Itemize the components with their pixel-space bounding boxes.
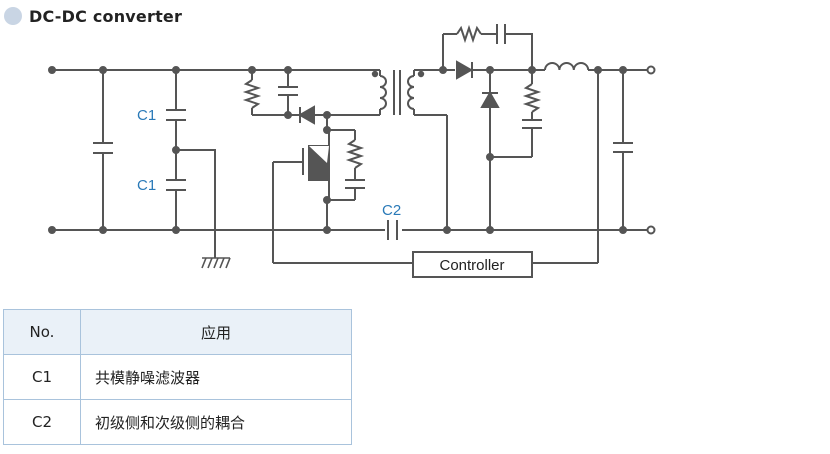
cell-application: 共模静噪滤波器: [80, 354, 352, 400]
circuit-diagram: C1 C1: [48, 24, 656, 278]
bullet-icon: [4, 7, 22, 25]
ground-symbol: [201, 257, 231, 269]
transformer: [371, 69, 451, 234]
snubber-network: [242, 66, 380, 125]
c1-bottom-label: C1: [137, 177, 156, 194]
table-row: C2 初级侧和次级侧的耦合: [3, 399, 352, 445]
c2-capacitor: [387, 220, 398, 240]
cell-no: C1: [3, 354, 81, 400]
controller-label: Controller: [439, 257, 504, 274]
output-terminal-bottom: [646, 225, 656, 235]
c1-capacitors: [166, 66, 216, 258]
input-terminal-bottom: [48, 226, 56, 234]
page-title: DC-DC converter: [29, 6, 183, 26]
c1-top-label: C1: [137, 107, 156, 124]
table-row: C1 共模静噪滤波器: [3, 354, 352, 400]
output-capacitors: [594, 66, 633, 263]
input-capacitor: [93, 66, 113, 234]
section-header: DC-DC converter: [4, 4, 182, 28]
controller-loop: [273, 251, 598, 278]
table-header-row: No. 应用: [3, 309, 352, 355]
input-terminal-top: [48, 66, 56, 74]
column-header-no: No.: [3, 309, 81, 355]
cell-application: 初级侧和次级侧的耦合: [80, 399, 352, 445]
mosfet-switch: [272, 115, 365, 263]
output-terminal-top: [646, 65, 656, 75]
column-header-application: 应用: [80, 309, 352, 355]
cell-no: C2: [3, 399, 81, 445]
application-table: No. 应用 C1 共模静噪滤波器 C2 初级侧和次级侧的耦合: [3, 309, 352, 445]
output-inductor: [544, 62, 590, 71]
c2-label: C2: [382, 202, 401, 219]
secondary-rectifier: [439, 24, 542, 234]
